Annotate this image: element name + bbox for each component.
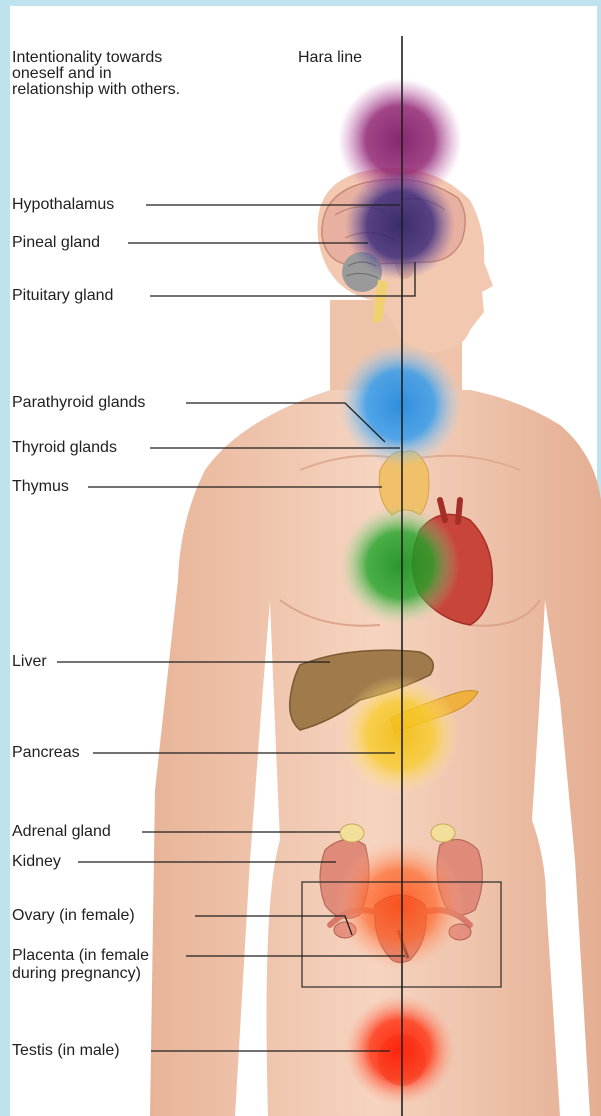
label-liver: Liver bbox=[12, 653, 47, 670]
label-pineal-gland: Pineal gland bbox=[12, 234, 100, 251]
caption-line-3: relationship with others. bbox=[12, 82, 242, 98]
label-hypothalamus: Hypothalamus bbox=[12, 196, 114, 213]
label-kidney: Kidney bbox=[12, 853, 61, 870]
diagram-caption: Intentionality towards oneself and in re… bbox=[12, 50, 242, 98]
caption-line-1: Intentionality towards bbox=[12, 50, 242, 66]
hara-line-label: Hara line bbox=[298, 49, 362, 67]
chakra-root bbox=[345, 995, 455, 1105]
label-parathyroid-glands: Parathyroid glands bbox=[12, 394, 145, 411]
label-thymus: Thymus bbox=[12, 478, 69, 495]
label-pancreas: Pancreas bbox=[12, 744, 80, 761]
chakra-sacral bbox=[335, 840, 465, 970]
label-thyroid-glands: Thyroid glands bbox=[12, 439, 117, 456]
chakra-third-eye bbox=[345, 170, 455, 280]
label-placenta-line-2: during pregnancy) bbox=[12, 965, 141, 982]
chakra-heart bbox=[340, 505, 460, 625]
label-testis: Testis (in male) bbox=[12, 1042, 120, 1059]
label-placenta-line-1: Placenta (in female bbox=[12, 947, 149, 964]
label-ovary: Ovary (in female) bbox=[12, 907, 135, 924]
label-adrenal-gland: Adrenal gland bbox=[12, 823, 111, 840]
label-pituitary-gland: Pituitary gland bbox=[12, 287, 113, 304]
chakra-glows bbox=[335, 78, 465, 1105]
chakra-solar-plexus bbox=[340, 675, 460, 795]
caption-line-2: oneself and in bbox=[12, 66, 242, 82]
